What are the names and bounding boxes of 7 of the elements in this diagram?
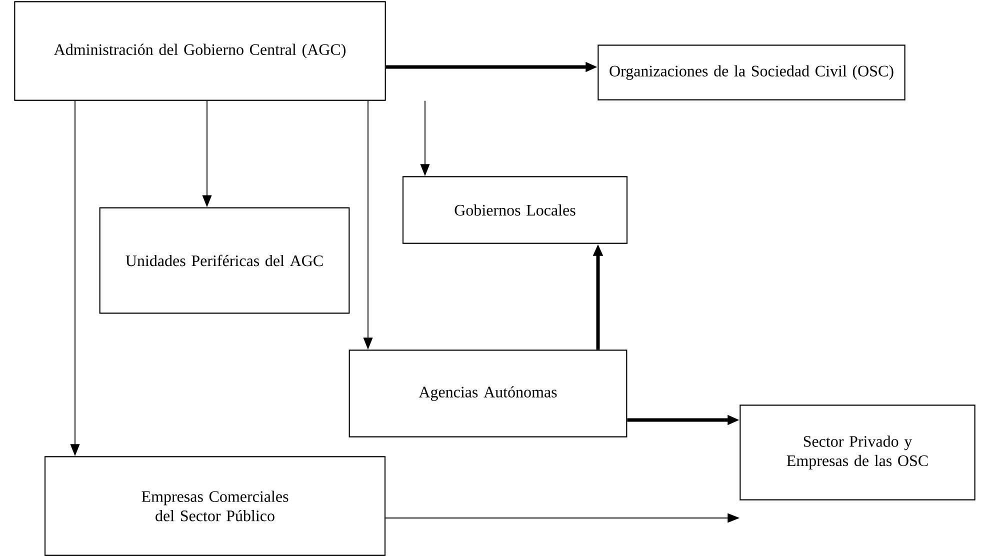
org-box: Empresas Comerciales del Sector Público xyxy=(44,456,386,556)
org-box: Administración del Gobierno Central (AGC) xyxy=(14,1,386,101)
org-box: Gobiernos Locales xyxy=(402,176,628,244)
org-box: Agencias Autónomas xyxy=(348,350,628,438)
org-box: Unidades Periféricas del AGC xyxy=(99,207,350,314)
org-box: Sector Privado y Empresas de las OSC xyxy=(740,404,976,500)
org-box: Organizaciones de la Sociedad Civil (OSC) xyxy=(598,44,906,100)
